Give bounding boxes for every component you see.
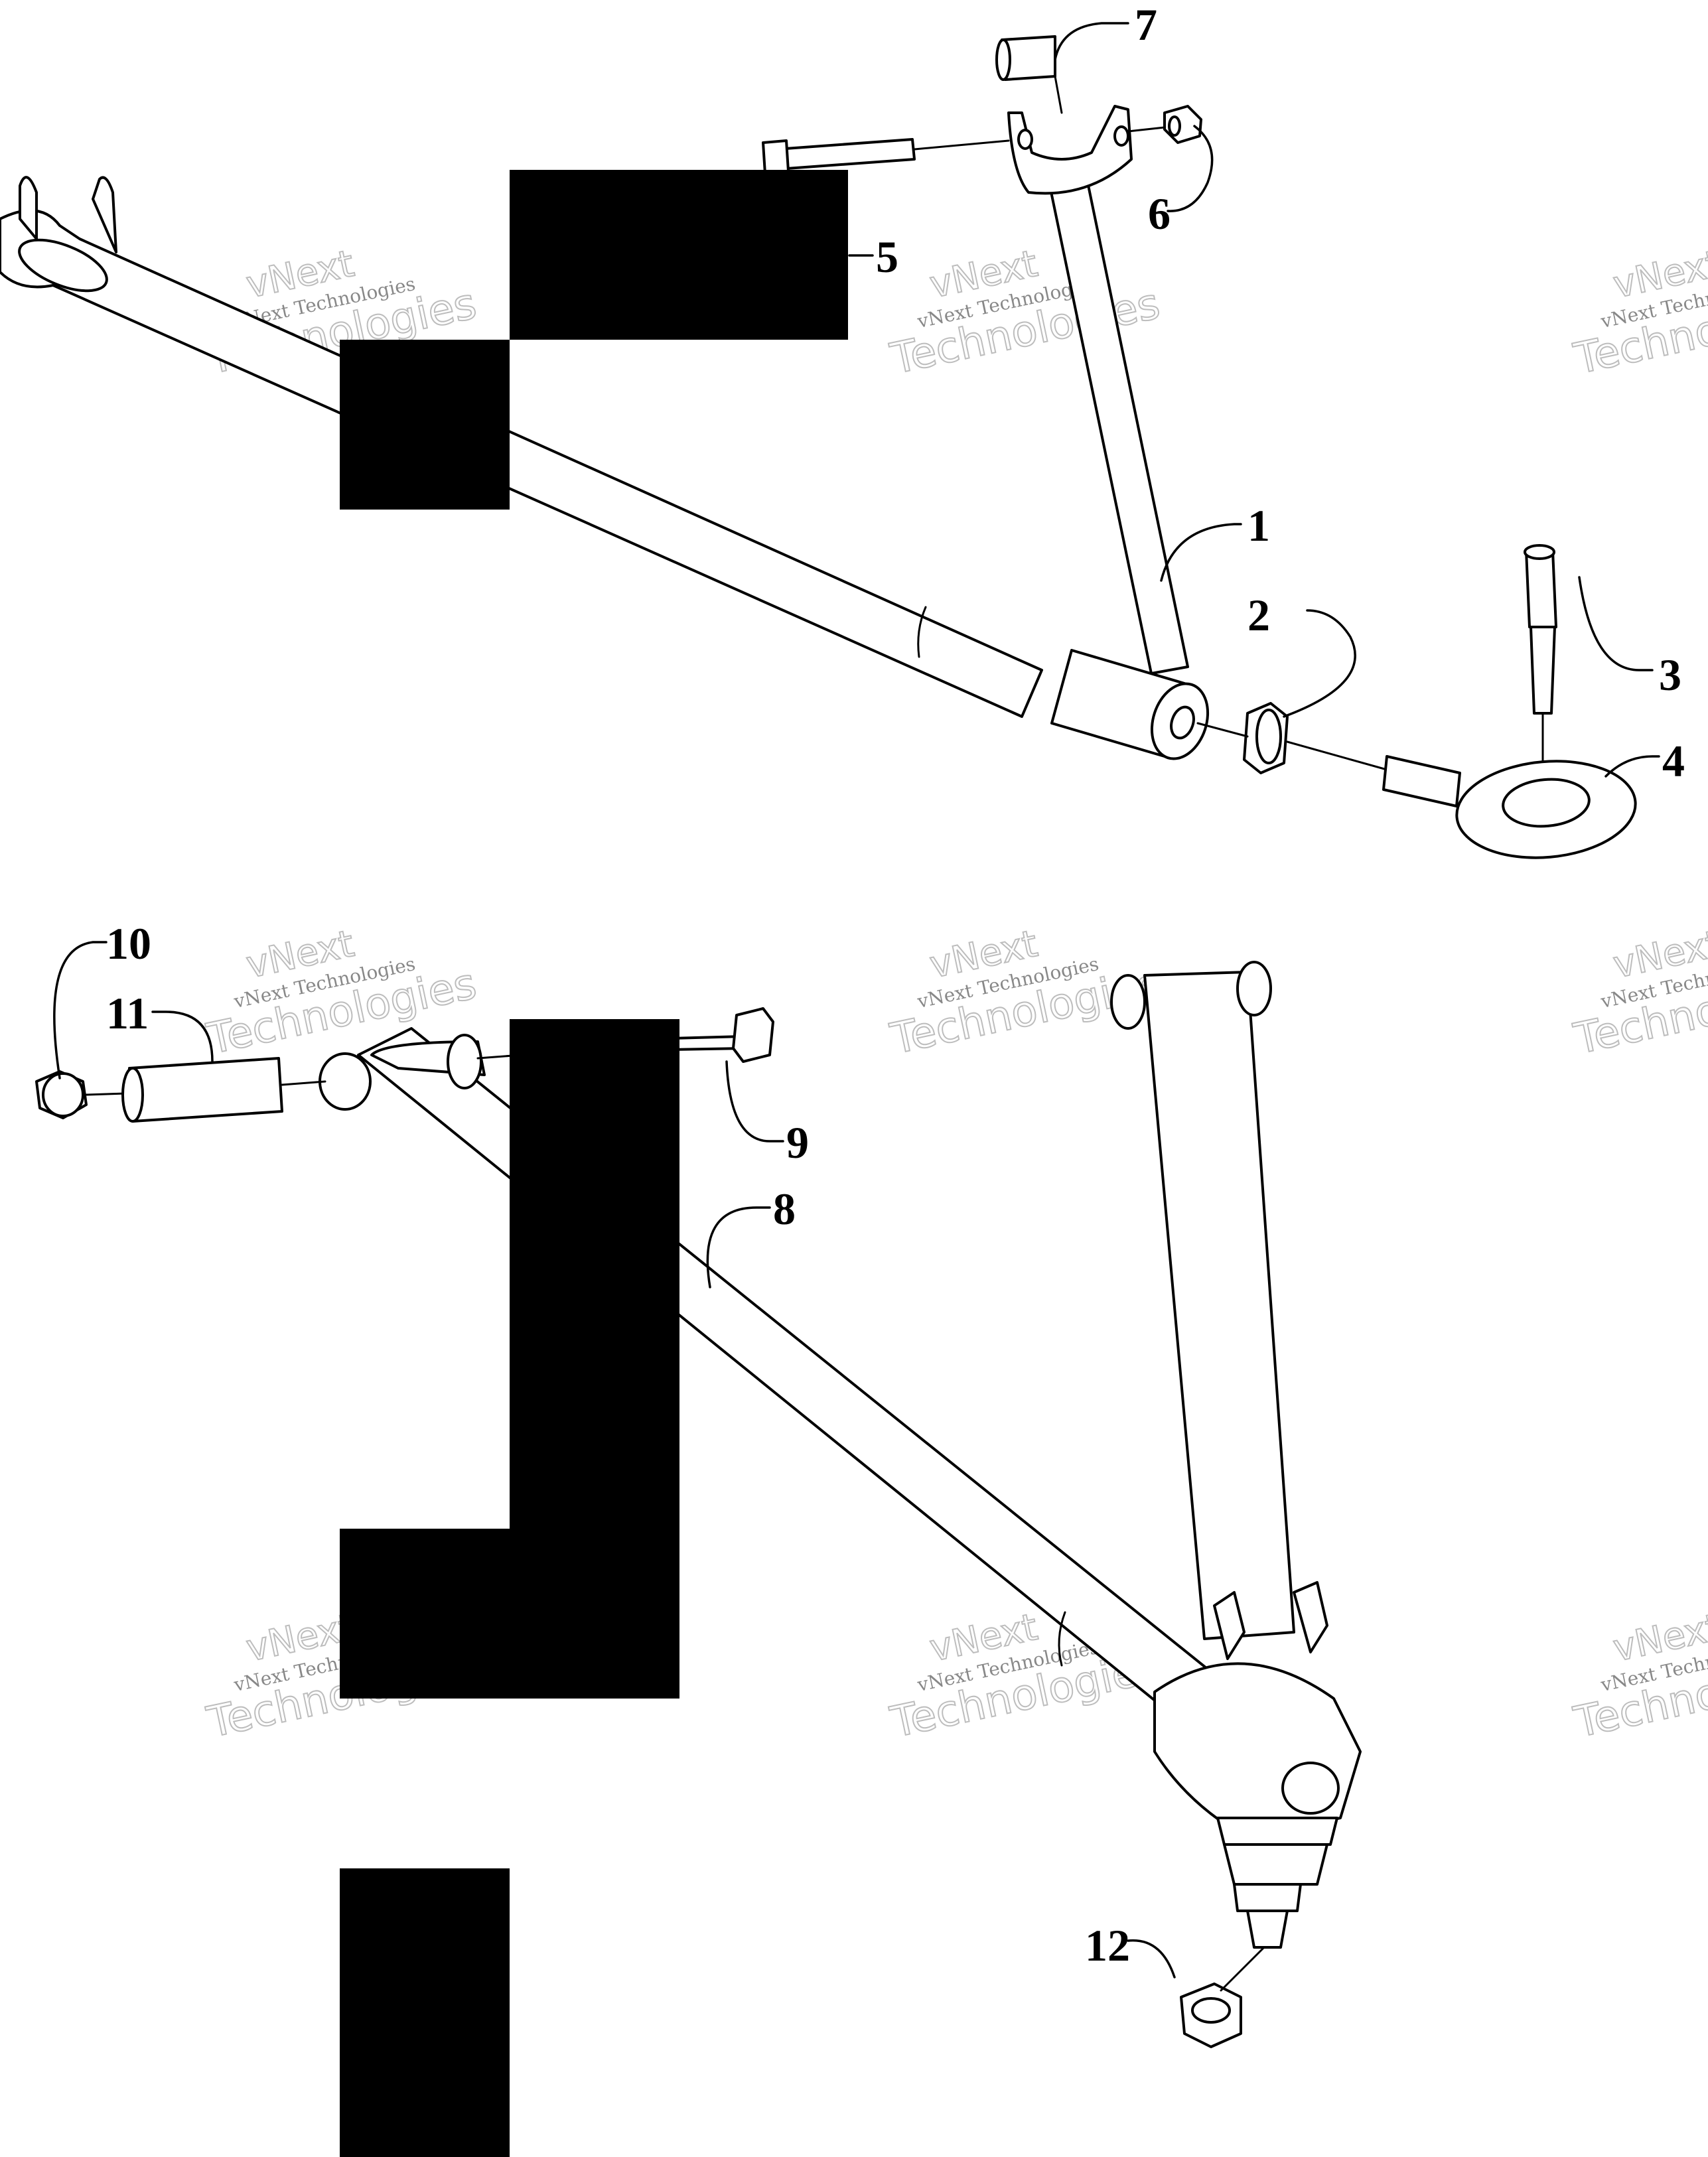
leader-12 bbox=[1127, 1939, 1176, 1979]
redaction-upper-small bbox=[340, 340, 510, 510]
redaction-lower-tall bbox=[510, 1019, 679, 1699]
leader-1 bbox=[1160, 523, 1242, 582]
leader-9 bbox=[725, 1060, 784, 1143]
bolt-5 bbox=[762, 138, 1010, 175]
watermark-mid-right: vNext vNext Technologies Technologies bbox=[1569, 922, 1708, 1065]
redaction-blocks bbox=[340, 170, 848, 2157]
leader-10 bbox=[53, 941, 107, 1079]
callout-6: 6 bbox=[1148, 188, 1171, 239]
callout-11: 11 bbox=[106, 988, 149, 1038]
bushing-7 bbox=[995, 35, 1063, 114]
leaders bbox=[53, 22, 1660, 1979]
redaction-bottom bbox=[340, 1868, 510, 2157]
leader-2 bbox=[1283, 609, 1356, 718]
leader-8 bbox=[706, 1206, 771, 1288]
nut-12 bbox=[1180, 1946, 1265, 2048]
redaction-lower-step bbox=[340, 1529, 510, 1699]
nut-6 bbox=[1127, 105, 1202, 144]
callout-9: 9 bbox=[786, 1117, 809, 1168]
leader-7 bbox=[1054, 22, 1129, 61]
callout-7: 7 bbox=[1135, 0, 1157, 50]
leader-6 bbox=[1167, 125, 1214, 212]
flange-nut-10 bbox=[35, 1070, 127, 1119]
leader-3 bbox=[1578, 576, 1654, 671]
redaction-upper-wide bbox=[510, 170, 848, 340]
upper-a-arm bbox=[0, 105, 1210, 760]
callout-12: 12 bbox=[1085, 1920, 1130, 1971]
watermark-top-right: vNext vNext Technologies Technologies bbox=[1569, 242, 1708, 385]
callout-labels: 1 2 3 4 5 6 7 8 9 10 11 12 bbox=[106, 0, 1685, 1971]
callout-10: 10 bbox=[106, 918, 151, 969]
jam-nut-2 bbox=[1196, 702, 1388, 774]
bushing-11 bbox=[121, 1057, 326, 1123]
cap-screw-3 bbox=[1524, 544, 1557, 781]
callout-1: 1 bbox=[1247, 500, 1270, 551]
callout-2: 2 bbox=[1247, 590, 1270, 640]
callout-3: 3 bbox=[1659, 650, 1681, 700]
callout-5: 5 bbox=[876, 232, 898, 282]
rod-end-4 bbox=[1382, 755, 1637, 859]
leader-4 bbox=[1604, 755, 1660, 778]
leader-11 bbox=[151, 1010, 214, 1063]
watermark-mid-left: vNext vNext Technologies Technologies bbox=[202, 922, 482, 1065]
callout-8: 8 bbox=[773, 1184, 796, 1234]
callout-4: 4 bbox=[1662, 736, 1685, 786]
lower-a-arm bbox=[319, 961, 1362, 1949]
watermark-low-right: vNext vNext Technologies Technologies bbox=[1569, 1605, 1708, 1748]
